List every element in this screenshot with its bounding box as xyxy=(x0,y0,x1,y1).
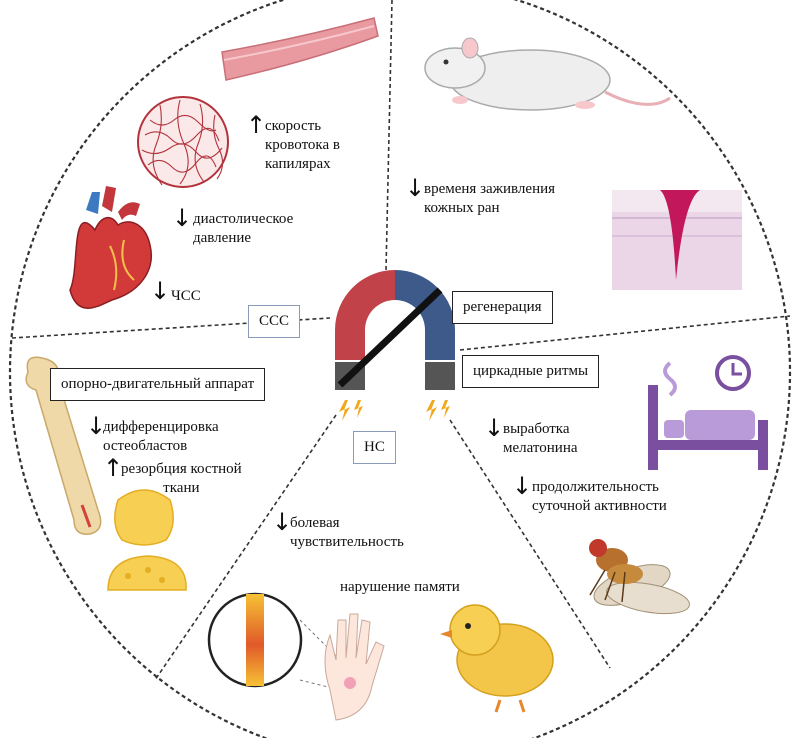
label-ns: НС xyxy=(353,431,396,464)
hand-icon xyxy=(324,613,385,721)
vessel-icon xyxy=(221,17,379,81)
arrow-up-icon: ↑ xyxy=(103,454,124,482)
bone-icon xyxy=(25,356,102,535)
effect-ns-2: нарушение памяти xyxy=(340,579,460,595)
label-ccc: ССС xyxy=(248,305,301,338)
effect-circadian-1: выработка мелатонина xyxy=(503,421,578,456)
sleep-bed-icon xyxy=(648,361,768,470)
arrow-down-icon: ↓ xyxy=(512,472,533,500)
arrow-down-icon: ↓ xyxy=(86,412,107,440)
clock-icon xyxy=(715,355,751,391)
effect-ns-1: болевая чувствительность xyxy=(290,515,404,550)
effect-ccc-3: ЧСС xyxy=(171,288,201,304)
magnet-icon xyxy=(335,270,455,421)
skin-wound-icon xyxy=(612,190,742,290)
effect-ccc-1: скорость кровотока в капилярах xyxy=(265,118,340,172)
arrow-down-icon: ↓ xyxy=(484,414,505,442)
arrow-down-icon: ↓ xyxy=(172,204,193,232)
chick-icon xyxy=(440,604,554,713)
effect-circadian-2: продолжительность суточной активности xyxy=(532,479,667,514)
fly-icon xyxy=(589,539,690,615)
effect-ccc-2: диастолическое давление xyxy=(193,211,294,246)
label-musculo: опорно-двигательный аппарат xyxy=(50,368,266,401)
pain-bar-icon xyxy=(207,592,341,691)
effect-musculo-2: резорбция костной ткани xyxy=(121,461,242,496)
label-circadian: циркадные ритмы xyxy=(462,355,600,388)
arrow-down-icon: ↓ xyxy=(272,508,293,536)
capillary-ball-icon xyxy=(137,96,229,188)
outer-circle xyxy=(9,0,791,738)
arrow-down-icon: ↓ xyxy=(405,174,426,202)
rat-icon xyxy=(424,37,671,111)
label-regen: регенерация xyxy=(452,291,553,324)
heart-icon xyxy=(69,186,152,309)
sector-dividers xyxy=(11,0,791,681)
arrow-up-icon: ↑ xyxy=(246,111,267,139)
arrow-down-icon: ↓ xyxy=(150,277,171,305)
osteoclast-icon xyxy=(107,489,187,591)
effect-regen-1: временя заживления кожных ран xyxy=(424,181,556,216)
effect-musculo-1: дифференцировка остеобластов xyxy=(103,419,219,454)
